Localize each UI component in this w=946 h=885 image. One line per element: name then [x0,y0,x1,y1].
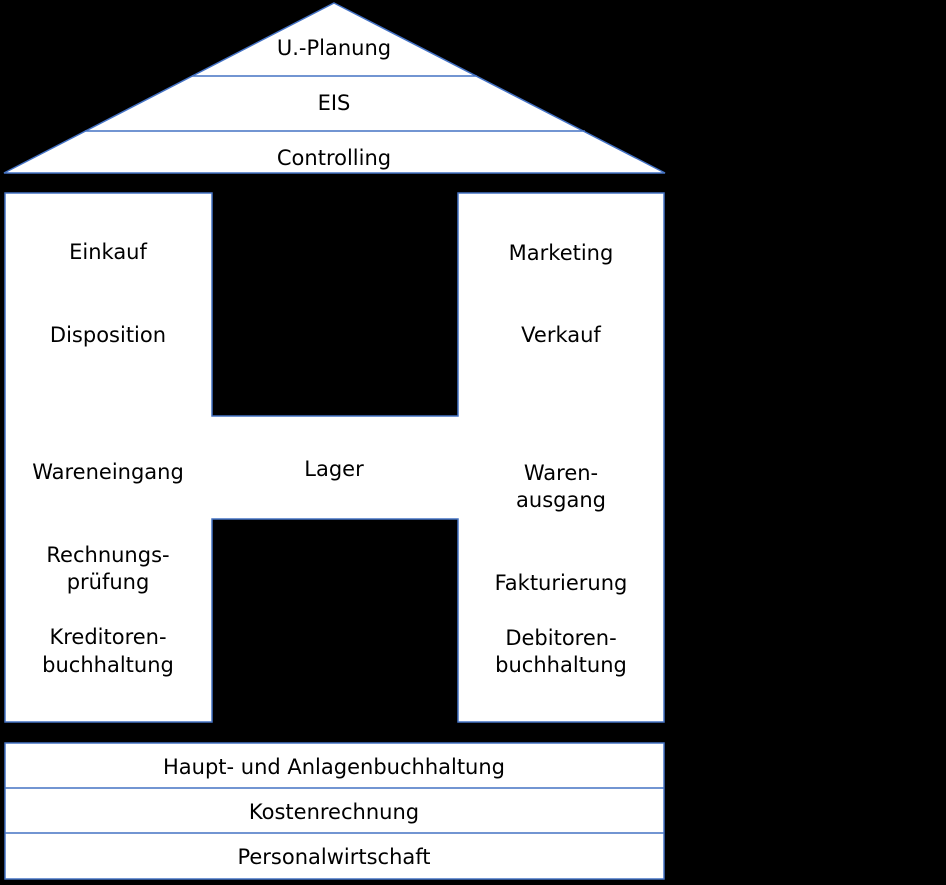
roof: U.-Planung EIS Controlling [3,2,666,174]
label-invoice-check-line2: prüfung [67,570,150,594]
label-debtor-accounting-line2: buchhaltung [495,653,627,677]
label-debtor-accounting-line1: Debitoren- [505,626,616,650]
label-invoicing: Fakturierung [495,571,628,595]
label-goods-issue-line1: Waren- [524,461,598,485]
h-shape [4,192,665,723]
label-sales: Verkauf [521,323,601,347]
label-general-ledger: Haupt- und Anlagenbuchhaltung [163,755,505,779]
label-creditor-accounting-line1: Kreditoren- [49,625,166,649]
label-scheduling: Disposition [50,323,166,347]
label-goods-receipt: Wareneingang [32,460,184,484]
foundation: Haupt- und Anlagenbuchhaltung Kostenrech… [4,742,665,880]
foundation-block [4,742,665,880]
label-marketing: Marketing [509,241,614,265]
label-warehouse: Lager [304,457,364,481]
label-purchasing: Einkauf [69,240,147,264]
house-body: Einkauf Disposition Wareneingang Rechnun… [4,192,665,723]
label-goods-issue-line2: ausgang [516,488,606,512]
roof-label-controlling: Controlling [277,146,391,170]
label-invoice-check-line1: Rechnungs- [46,543,169,567]
label-creditor-accounting-line2: buchhaltung [42,653,174,677]
roof-label-planning: U.-Planung [277,36,391,60]
label-cost-accounting: Kostenrechnung [249,800,419,824]
roof-label-eis: EIS [318,91,351,115]
label-personnel: Personalwirtschaft [237,845,430,869]
